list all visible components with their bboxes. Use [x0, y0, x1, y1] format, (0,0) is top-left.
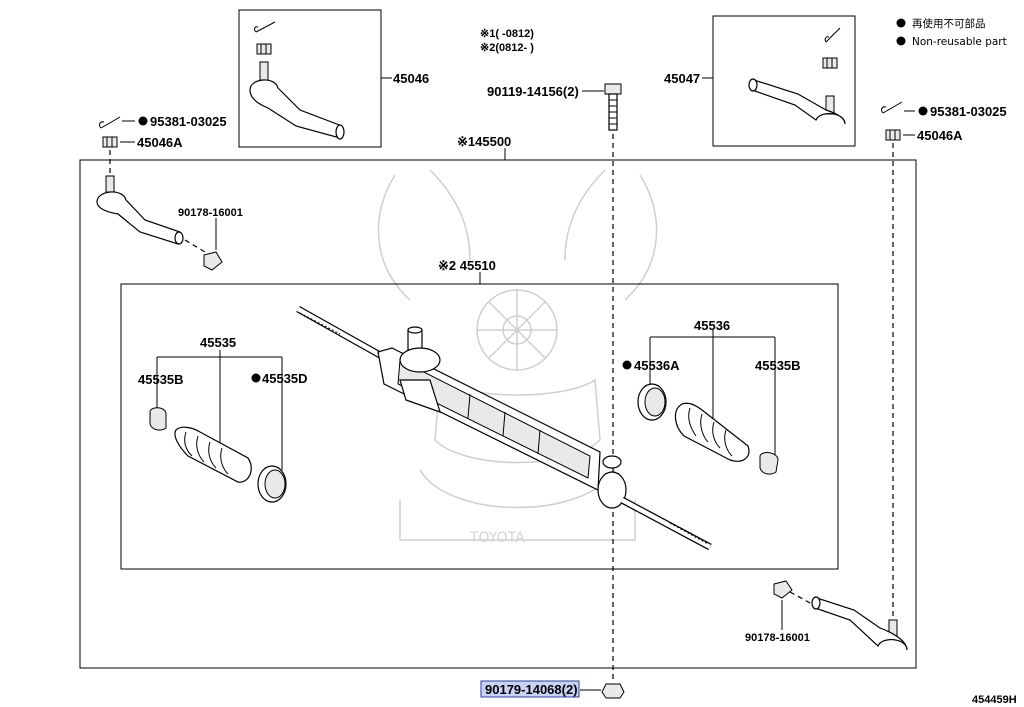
hex-nut-icon [203, 251, 223, 271]
label-90178-right: 90178-16001 [745, 632, 810, 644]
assembly-box-45500 [79, 159, 917, 669]
label-45535B-left: 45535B [138, 372, 184, 387]
svg-text:TOYOTA: TOYOTA [469, 530, 525, 546]
non-reusable-bullet-icon [622, 360, 632, 370]
diagram-code: 454459H [972, 694, 1017, 706]
steering-rack-icon [296, 305, 712, 551]
cotter-pin-icon [881, 101, 903, 114]
bolt-icon [604, 83, 622, 131]
label-45500: ※145500 [457, 134, 511, 149]
steering-boot-left-icon [174, 426, 252, 483]
label-45046A-right: 45046A [917, 128, 963, 143]
boot-clamp-ring-icon [637, 383, 667, 421]
label-90119: 90119-14156(2) [487, 84, 579, 99]
legend-en-text: Non-reusable part [912, 36, 1007, 48]
boot-clamp-right-icon [759, 452, 779, 475]
label-45510: ※2 45510 [438, 258, 496, 273]
boot-clamp-left-icon [149, 407, 167, 431]
legend-bullet-icon [896, 18, 906, 28]
legend-jp-text: 再使用不可部品 [912, 17, 986, 30]
label-45535B-right: 45535B [755, 358, 801, 373]
tie-rod-end-45046-icon [249, 61, 345, 140]
box-45047 [712, 15, 856, 147]
label-45535: 45535 [200, 335, 236, 350]
tie-rod-end-45047-icon [748, 78, 846, 125]
label-95381-right: 95381-03025 [930, 104, 1007, 119]
boot-clamp-ring-icon [257, 465, 287, 503]
cotter-pin-icon [254, 21, 276, 33]
hex-nut-icon [773, 580, 793, 599]
legend: 再使用不可部品 Non-reusable part [896, 17, 1007, 48]
label-45047: 45047 [664, 71, 700, 86]
highlight-box [480, 680, 580, 698]
label-45046: 45046 [393, 71, 429, 86]
castle-nut-icon [885, 129, 901, 141]
label-45536A: 45536A [634, 358, 680, 373]
steering-boot-right-icon [674, 402, 750, 462]
tie-rod-end-left-icon [96, 175, 184, 245]
castle-nut-icon [102, 136, 118, 148]
hex-nut-icon [601, 683, 625, 699]
label-45046A-left: 45046A [137, 135, 183, 150]
non-reusable-bullet-icon [138, 116, 148, 126]
castle-nut-icon [822, 57, 838, 69]
non-reusable-bullet-icon [251, 373, 261, 383]
note-1: ※1( -0812) [480, 28, 534, 40]
cotter-pin-icon [99, 116, 121, 129]
cotter-pin-icon [824, 27, 841, 43]
tie-rod-end-right-icon [811, 596, 908, 651]
label-95381-left: 95381-03025 [150, 114, 227, 129]
label-90179[interactable]: 90179-14068(2) [485, 682, 578, 697]
legend-bullet-icon [896, 36, 906, 46]
non-reusable-bullet-icon [918, 106, 928, 116]
label-45535D: 45535D [262, 371, 308, 386]
castle-nut-icon [256, 43, 272, 55]
label-90178-left: 90178-16001 [178, 207, 243, 219]
label-45536: 45536 [694, 318, 730, 333]
note-2: ※2(0812- ) [480, 42, 534, 54]
